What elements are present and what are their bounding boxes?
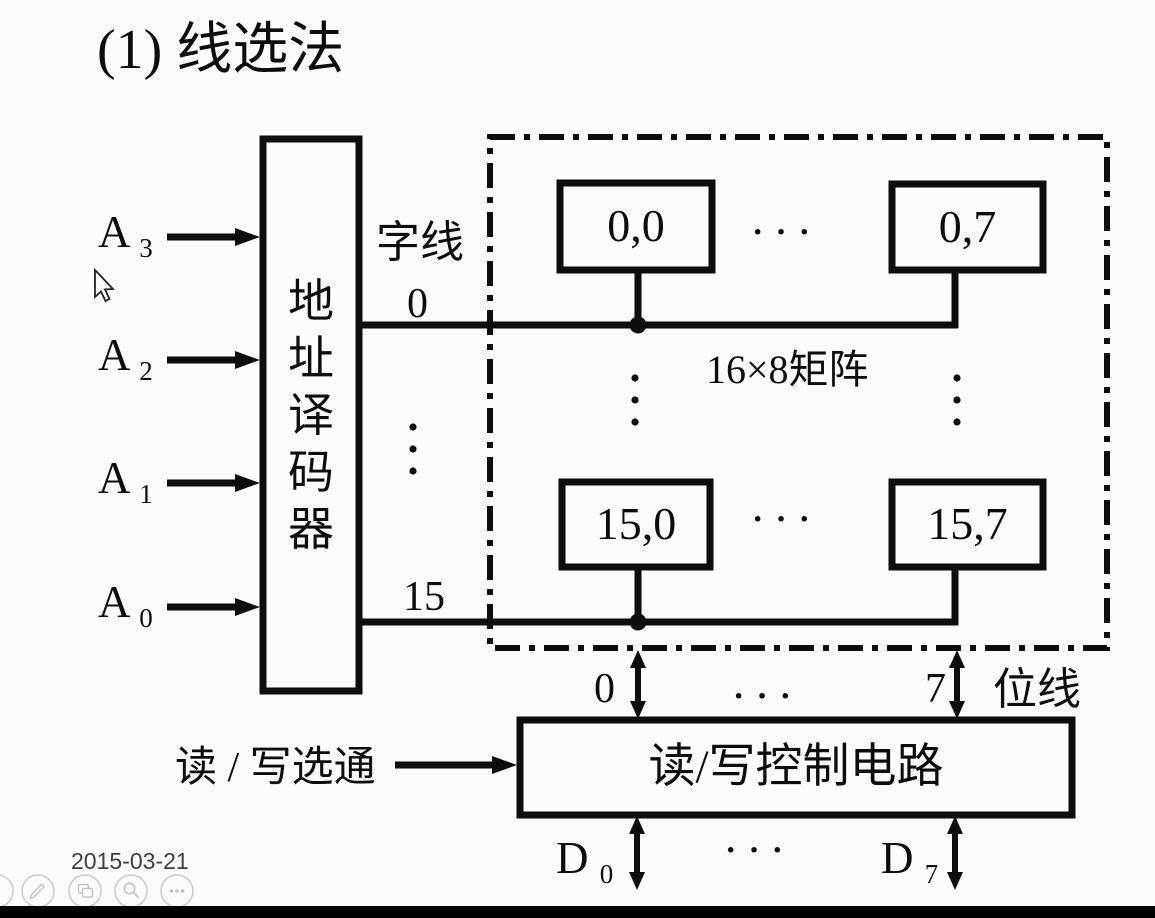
a3-input-arrow bbox=[167, 228, 260, 246]
label-a3: A 3 bbox=[98, 207, 153, 264]
address-decoder-label: 地 址 译 码 器 bbox=[263, 139, 359, 691]
pen-icon[interactable] bbox=[21, 874, 55, 908]
vertical-ellipsis-decoder bbox=[409, 423, 417, 475]
cell-15-7-box bbox=[888, 478, 1047, 571]
d0-arrow bbox=[629, 816, 645, 890]
vertical-ellipsis-right-column bbox=[953, 374, 961, 426]
bit-line-ellipsis: ··· bbox=[733, 678, 804, 715]
cell-15-7-label: 15,7 bbox=[927, 498, 1008, 550]
magnifier-icon[interactable] bbox=[114, 874, 148, 908]
a1-letter: A bbox=[98, 453, 129, 503]
cell-0-7-box bbox=[888, 180, 1047, 274]
label-d0: D 0 bbox=[556, 833, 614, 890]
bit-line-arrow-7 bbox=[949, 650, 965, 719]
d7-arrow bbox=[947, 816, 963, 890]
bit-line-label: 位线 bbox=[993, 665, 1081, 714]
decoder-char-1: 地 bbox=[288, 275, 334, 327]
vertical-ellipsis-left-column bbox=[631, 374, 639, 426]
partial-circle-icon[interactable] bbox=[0, 874, 14, 908]
a2-input-arrow bbox=[167, 351, 260, 369]
rw-control-label: 读/写控制电路 bbox=[648, 740, 944, 793]
label-a2: A 2 bbox=[98, 330, 153, 387]
decoder-char-4: 码 bbox=[288, 446, 334, 498]
a0-letter: A bbox=[98, 577, 129, 627]
mouse-cursor-icon bbox=[94, 267, 115, 303]
decoder-char-5: 器 bbox=[288, 503, 334, 555]
a3-letter: A bbox=[98, 207, 129, 257]
decoder-char-2: 址 bbox=[288, 332, 334, 384]
a2-subscript: 2 bbox=[139, 356, 153, 386]
copy-icon[interactable] bbox=[68, 874, 102, 908]
a1-subscript: 1 bbox=[139, 479, 153, 509]
a0-input-arrow bbox=[167, 598, 260, 616]
label-a0: A 0 bbox=[98, 577, 153, 634]
data-line-ellipsis: ··· bbox=[725, 832, 796, 869]
decoder-char-3: 译 bbox=[288, 389, 334, 441]
row-0-ellipsis: ··· bbox=[752, 214, 823, 251]
rw-strobe-arrow bbox=[395, 756, 517, 774]
row-15-ellipsis: ··· bbox=[752, 501, 823, 538]
matrix-size-label: 16×8矩阵 bbox=[706, 347, 869, 392]
d0-subscript: 0 bbox=[599, 859, 614, 889]
rw-strobe-label: 读 / 写选通 bbox=[175, 745, 376, 791]
annotation-toolbar bbox=[0, 874, 194, 908]
d7-letter: D bbox=[881, 833, 914, 883]
a2-letter: A bbox=[98, 330, 129, 380]
a3-subscript: 3 bbox=[139, 233, 153, 263]
cell-15-0-label: 15,0 bbox=[595, 498, 677, 550]
a0-subscript: 0 bbox=[139, 603, 153, 633]
word-line-0-number: 0 bbox=[407, 281, 428, 327]
cell-0-0-label: 0,0 bbox=[607, 200, 665, 252]
more-icon[interactable] bbox=[160, 874, 194, 908]
word-line-15-number: 15 bbox=[403, 574, 445, 620]
bit-line-7-number: 7 bbox=[925, 666, 946, 712]
d7-subscript: 7 bbox=[924, 859, 939, 889]
bit-line-0-number: 0 bbox=[594, 666, 615, 712]
slide-date: 2015-03-21 bbox=[71, 848, 189, 874]
rw-control-box bbox=[516, 716, 1076, 819]
junction-dot-word-line-15 bbox=[629, 613, 647, 631]
a1-input-arrow bbox=[167, 474, 260, 492]
junction-dot-word-line-0 bbox=[629, 316, 647, 334]
cell-0-7-label: 0,7 bbox=[938, 200, 997, 252]
bit-line-arrow-0 bbox=[630, 650, 646, 719]
matrix-dashed-border bbox=[487, 134, 1110, 651]
bottom-black-bar bbox=[0, 906, 1155, 918]
label-a1: A 1 bbox=[98, 453, 153, 510]
address-decoder-box bbox=[259, 135, 363, 695]
slide-title: (1) 线选法 bbox=[97, 19, 345, 81]
label-d7: D 7 bbox=[881, 833, 939, 890]
d0-letter: D bbox=[556, 833, 589, 883]
word-line-label: 字线 bbox=[376, 218, 464, 267]
